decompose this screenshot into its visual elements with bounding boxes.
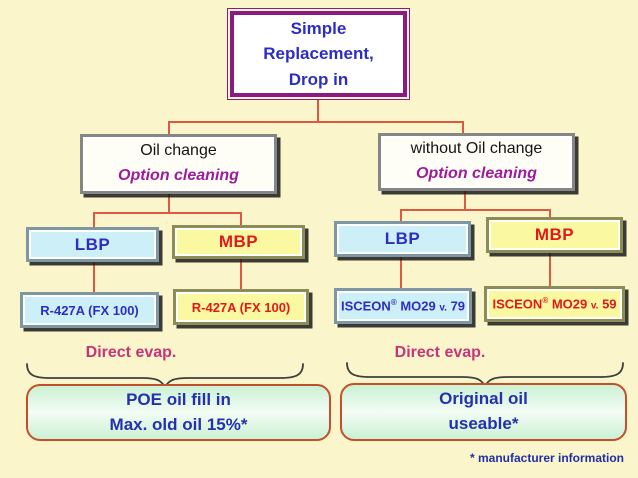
node-label: MBP <box>218 232 259 251</box>
node-lbp-right: LBP <box>334 221 471 257</box>
leaf-r427a-lbp: R-427A (FX 100) <box>20 292 159 328</box>
result-box-left: POE oil fill in Max. old oil 15%* <box>26 384 331 441</box>
node-label: LBP <box>384 229 421 248</box>
connector-line <box>400 209 402 222</box>
label-direct-evap-left: Direct evap. <box>85 344 177 361</box>
branch-subtitle: Option cleaning <box>118 167 239 184</box>
branch-title: without Oil change <box>410 140 543 158</box>
node-mbp-left: MBP <box>172 225 305 259</box>
branch-subtitle: Option cleaning <box>416 165 537 182</box>
leaf-label: ISCEON® MO29 v. 59 <box>492 296 617 312</box>
connector-line <box>462 121 464 134</box>
connector-line <box>400 256 402 288</box>
root-title: Simple Replacement, Drop in <box>263 18 374 89</box>
connector-line <box>240 258 242 289</box>
leaf-label: R-427A (FX 100) <box>191 299 291 315</box>
result-text: POE oil fill in Max. old oil 15%* <box>109 389 248 434</box>
node-label: MBP <box>534 225 575 244</box>
connector-line <box>168 121 464 123</box>
connector-line <box>168 193 170 214</box>
connector-line <box>240 212 242 226</box>
branch-node-without-oil-change: without Oil change Option cleaning <box>378 133 575 191</box>
connector-line <box>317 100 319 123</box>
leaf-isceon-mo29-79: ISCEON® MO29 v. 79 <box>334 288 472 324</box>
root-node: Simple Replacement, Drop in <box>227 8 410 100</box>
connector-line <box>93 212 95 228</box>
node-lbp-left: LBP <box>26 227 159 262</box>
result-box-right: Original oil useable* <box>340 383 627 441</box>
connector-line <box>549 209 551 218</box>
leaf-isceon-mo29-59: ISCEON® MO29 v. 59 <box>484 286 625 322</box>
footnote: * manufacturer information <box>469 451 624 465</box>
label-direct-evap-right: Direct evap. <box>394 344 486 361</box>
connector-line <box>93 212 242 214</box>
branch-title: Oil change <box>140 142 217 160</box>
connector-line <box>400 209 551 211</box>
result-text: Original oil useable* <box>439 389 528 433</box>
connector-line <box>93 261 95 292</box>
connector-line <box>549 252 551 286</box>
node-mbp-right: MBP <box>486 217 623 253</box>
leaf-r427a-mbp: R-427A (FX 100) <box>173 289 309 325</box>
leaf-label: R-427A (FX 100) <box>40 302 139 318</box>
node-label: LBP <box>74 234 111 254</box>
leaf-label: ISCEON® MO29 v. 79 <box>340 298 466 314</box>
connector-line <box>168 121 170 136</box>
branch-node-oil-change: Oil change Option cleaning <box>80 134 277 194</box>
connector-line <box>464 190 466 211</box>
